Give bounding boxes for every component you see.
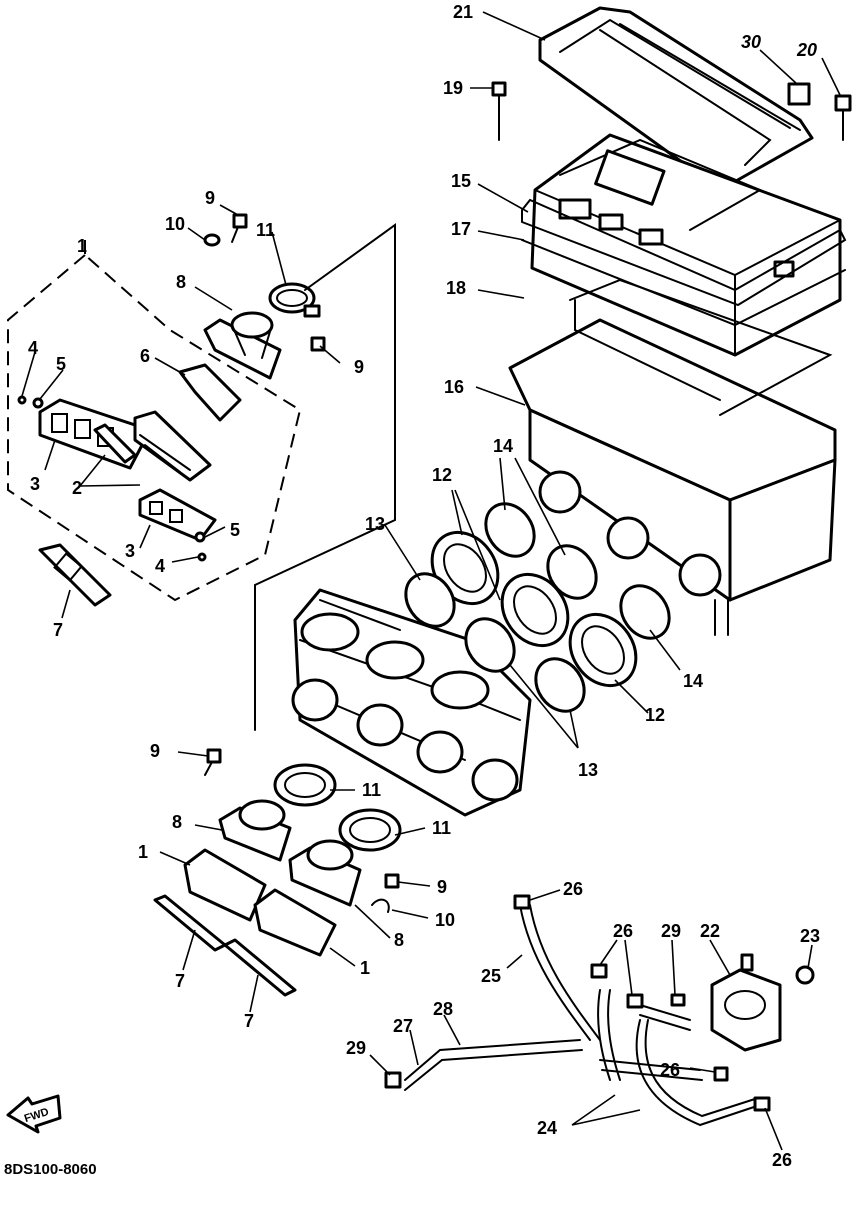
carb-joint-12b bbox=[500, 572, 570, 648]
air-filter-cover bbox=[538, 6, 814, 192]
callout-26-d: 26 bbox=[772, 1150, 792, 1170]
diagram-code: 8DS100-8060 bbox=[4, 1161, 97, 1178]
callout-11-top: 11 bbox=[256, 220, 275, 240]
callout-26-a: 26 bbox=[563, 879, 583, 899]
reed-valve-body bbox=[133, 410, 212, 482]
leader-lines bbox=[21, 11, 841, 1151]
part-30 bbox=[787, 82, 811, 106]
callout-12-a: 12 bbox=[432, 465, 452, 485]
callout-1-a: 1 bbox=[138, 842, 148, 862]
callout-13-b: 13 bbox=[578, 760, 598, 780]
callout-15: 15 bbox=[451, 171, 471, 191]
callout-20: 20 bbox=[796, 40, 817, 60]
reed-valve-plates bbox=[93, 423, 137, 464]
callout-28: 28 bbox=[433, 999, 453, 1019]
callout-21: 21 bbox=[453, 2, 473, 22]
callout-1-b: 1 bbox=[360, 958, 370, 978]
callout-14-a: 14 bbox=[493, 436, 513, 456]
callout-14-b: 14 bbox=[683, 671, 703, 691]
intake-joint-lower bbox=[218, 799, 362, 907]
callout-7-b: 7 bbox=[244, 1011, 254, 1031]
reed-stopper bbox=[178, 363, 242, 422]
callout-6: 6 bbox=[140, 346, 150, 366]
gasket-7-top bbox=[38, 543, 112, 607]
callout-9-low2: 9 bbox=[437, 877, 447, 897]
callout-12-b: 12 bbox=[645, 705, 665, 725]
callout-1-top: 1 bbox=[77, 236, 87, 256]
callout-24: 24 bbox=[537, 1118, 557, 1138]
callout-22: 22 bbox=[700, 921, 720, 941]
callout-30: 30 bbox=[741, 32, 761, 52]
callout-29-a: 29 bbox=[661, 921, 681, 941]
callout-2: 2 bbox=[72, 478, 82, 498]
bolt-9-top bbox=[231, 213, 248, 243]
callout-4-b: 4 bbox=[155, 556, 165, 576]
callout-17: 17 bbox=[451, 219, 471, 239]
callout-3-a: 3 bbox=[30, 474, 40, 494]
callout-10-low: 10 bbox=[435, 910, 455, 930]
screw-4a bbox=[17, 395, 27, 405]
callout-9-mid: 9 bbox=[354, 357, 364, 377]
callout-9-low: 9 bbox=[150, 741, 160, 761]
callout-5-b: 5 bbox=[230, 520, 240, 540]
callout-7-top: 7 bbox=[53, 620, 63, 640]
washer-5a bbox=[32, 397, 44, 409]
callout-11-a: 11 bbox=[362, 780, 381, 800]
callout-26-b: 26 bbox=[613, 921, 633, 941]
intake-joint-top bbox=[203, 311, 282, 380]
bolt-20 bbox=[834, 94, 852, 141]
callout-25: 25 bbox=[481, 966, 501, 986]
callout-3-b: 3 bbox=[125, 541, 135, 561]
washer-5b bbox=[194, 531, 206, 543]
callout-8-low2: 8 bbox=[394, 930, 404, 950]
air-box-case-upper bbox=[530, 133, 842, 357]
carb-joint-12c bbox=[568, 612, 638, 688]
reed-valve-lower-pair bbox=[183, 848, 337, 957]
screw-4b bbox=[197, 552, 207, 562]
callout-13-a: 13 bbox=[365, 514, 385, 534]
clip-10-lower bbox=[371, 898, 390, 913]
callout-9-top: 9 bbox=[205, 188, 215, 208]
callout-labels: 21 30 20 19 15 17 18 16 1 9 10 11 8 9 4 … bbox=[4, 2, 820, 1178]
clip-10-top bbox=[203, 233, 221, 247]
callout-10-top: 10 bbox=[165, 214, 185, 234]
callout-27: 27 bbox=[393, 1016, 413, 1036]
callout-5-a: 5 bbox=[56, 354, 66, 374]
callout-19: 19 bbox=[443, 78, 463, 98]
callout-8-low: 8 bbox=[172, 812, 182, 832]
callout-4-a: 4 bbox=[28, 338, 38, 358]
callout-7-a: 7 bbox=[175, 971, 185, 991]
callout-18: 18 bbox=[446, 278, 466, 298]
clamp-11-top bbox=[268, 282, 321, 318]
callout-11-b: 11 bbox=[432, 818, 451, 838]
gasket-7-lower bbox=[153, 894, 297, 997]
clamp-13 bbox=[404, 572, 586, 713]
air-box-case-lower bbox=[508, 278, 837, 636]
reed-valve-assembly-outline bbox=[7, 240, 302, 602]
clamp-14 bbox=[484, 502, 671, 640]
reed-valve-lower bbox=[138, 488, 217, 542]
bolt-9-lower bbox=[204, 748, 400, 889]
clamp-11-lower bbox=[273, 763, 402, 852]
callout-26-c: 26 bbox=[660, 1060, 680, 1080]
carburetor-outline bbox=[254, 223, 396, 731]
callout-23: 23 bbox=[800, 926, 820, 946]
fuel-pump bbox=[710, 953, 815, 1052]
fuel-hoses bbox=[384, 894, 771, 1127]
callout-16: 16 bbox=[444, 377, 464, 397]
callout-8-top: 8 bbox=[176, 272, 186, 292]
air-box-gasket bbox=[521, 198, 847, 327]
callout-29-b: 29 bbox=[346, 1038, 366, 1058]
bolt-19 bbox=[491, 81, 507, 141]
fwd-arrow: FWD bbox=[6, 1094, 62, 1134]
